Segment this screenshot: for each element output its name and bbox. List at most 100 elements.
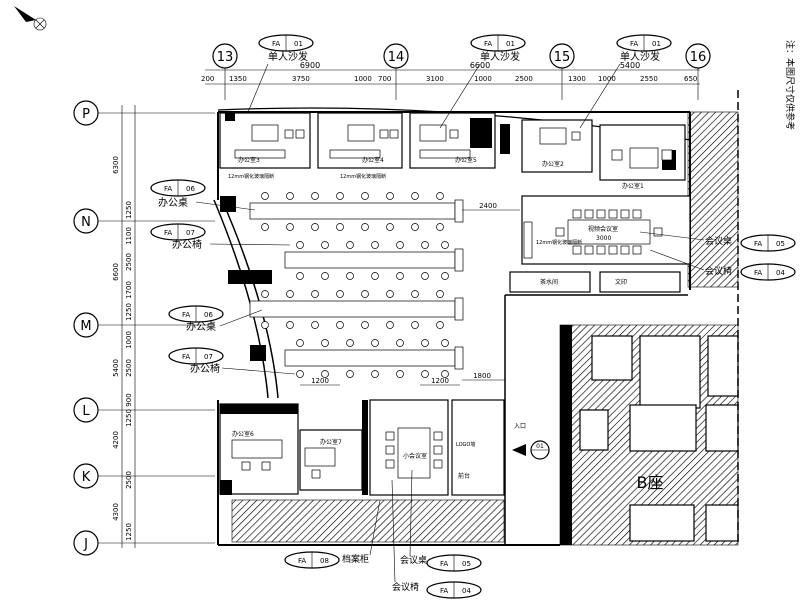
entry-marker: 01 入口: [512, 423, 550, 460]
glass-note-3: 12mm钢化玻璃隔断: [536, 239, 582, 246]
row-label-p: P: [82, 107, 90, 122]
dim-3750: 3750: [292, 75, 310, 83]
dim-650: 650: [684, 75, 697, 83]
dim-1000a: 1000: [354, 75, 372, 83]
span-dim-1: 6900: [300, 61, 320, 70]
svg-text:5400: 5400: [112, 359, 120, 377]
lower-offices: 办公室6 办公室7 小会议室 前台 LOGO墙: [219, 399, 505, 496]
svg-text:办公桌: 办公桌: [186, 320, 216, 333]
svg-text:06: 06: [186, 185, 195, 193]
workstation-row-4: [284, 346, 464, 370]
column-label-15: 15: [554, 50, 571, 65]
svg-text:07: 07: [186, 229, 195, 237]
svg-text:1250: 1250: [125, 201, 133, 219]
logo-wall-label: LOGO墙: [456, 441, 475, 448]
fa-tag-meeting-table-top: FA 05 会议桌: [639, 231, 796, 252]
svg-text:FA: FA: [754, 269, 762, 277]
svg-text:01: 01: [294, 40, 303, 48]
dim-1800: 1800: [473, 372, 491, 380]
fa-tag-meeting-chair-bottom: FA 04 会议椅: [391, 479, 482, 599]
svg-text:会议椅: 会议椅: [705, 265, 732, 277]
svg-text:办公椅: 办公椅: [190, 362, 220, 375]
svg-text:1100: 1100: [125, 227, 133, 245]
svg-text:FA: FA: [440, 560, 448, 568]
video-meeting-room: 2400 视频会议室 3000 12mm钢化玻璃隔断: [462, 195, 691, 265]
svg-text:单人沙发: 单人沙发: [268, 50, 308, 63]
glass-note-2: 12mm钢化玻璃隔断: [340, 173, 386, 180]
dim-2400: 2400: [479, 202, 497, 210]
svg-text:4300: 4300: [112, 503, 120, 521]
dim-1200-b: 1200: [431, 377, 449, 385]
svg-text:办公桌: 办公桌: [158, 196, 188, 209]
office5-label: 办公室5: [455, 156, 477, 164]
office7-label: 办公室7: [320, 438, 342, 446]
column-label-16: 16: [690, 50, 707, 65]
svg-text:FA: FA: [298, 557, 306, 565]
svg-text:FA: FA: [272, 40, 280, 48]
fa-tag-single-sofa-2: FA 01 单人沙发: [439, 34, 526, 129]
svg-text:FA: FA: [754, 240, 762, 248]
dim-1350: 1350: [229, 75, 247, 83]
svg-text:FA: FA: [630, 40, 638, 48]
drawing-note: 注：本图尺寸仅供参考: [784, 40, 796, 130]
svg-text:2500: 2500: [125, 359, 133, 377]
svg-text:04: 04: [776, 269, 785, 277]
b-block-label: B座: [637, 473, 664, 492]
furniture-tags: FA 01 单人沙发 FA 01 单人沙发 FA 01 单人沙发 FA: [150, 34, 796, 599]
svg-text:05: 05: [462, 560, 471, 568]
svg-text:FA: FA: [182, 353, 190, 361]
column-label-14: 14: [388, 50, 405, 65]
svg-text:01: 01: [506, 40, 515, 48]
office4-label: 办公室4: [362, 156, 384, 164]
workstation-row-3: [249, 297, 464, 321]
tea-and-print: 茶水间 文印: [509, 271, 681, 293]
dim-2500: 2500: [515, 75, 533, 83]
dim-3000: 3000: [596, 235, 611, 242]
svg-text:FA: FA: [164, 229, 172, 237]
dim-700: 700: [378, 75, 391, 83]
svg-text:单人沙发: 单人沙发: [620, 50, 660, 63]
dim-1200-a: 1200: [311, 377, 329, 385]
glass-note-1: 12mm钢化玻璃隔断: [228, 173, 274, 180]
svg-text:06: 06: [204, 311, 213, 319]
row-label-k: K: [82, 470, 91, 485]
dim-3100: 3100: [426, 75, 444, 83]
svg-text:04: 04: [462, 587, 471, 595]
reception-label: 前台: [458, 472, 470, 480]
lower-structure: [231, 499, 505, 543]
column-grid-labels: 13 14 15 16: [212, 43, 711, 69]
dim-1300: 1300: [568, 75, 586, 83]
span-dim-3: 5400: [620, 61, 640, 70]
fa-tag-file-cabinet: FA 08 档案柜: [284, 499, 381, 569]
svg-text:FA: FA: [484, 40, 492, 48]
row-label-m: M: [80, 319, 91, 334]
fa-tag-office-chair-2: FA 07 办公椅: [168, 347, 296, 375]
office3-label: 办公室3: [238, 156, 260, 164]
svg-text:05: 05: [776, 240, 785, 248]
top-offices: 办公室3 办公室4 办公室5 办公室2 办公室1 12mm钢化玻璃隔断 12mm…: [219, 112, 686, 190]
row-label-n: N: [81, 215, 91, 230]
svg-text:4200: 4200: [112, 431, 120, 449]
svg-text:会议桌: 会议桌: [705, 235, 732, 247]
office1-label: 办公室1: [622, 182, 644, 190]
left-dimensions: 6300 1250 1100 2500 6600 1700 1250 1000 …: [112, 105, 136, 548]
workstation-row-1: [249, 199, 464, 223]
svg-text:08: 08: [320, 557, 329, 565]
dim-1000b: 1000: [474, 75, 492, 83]
printing-label: 文印: [615, 278, 627, 286]
svg-text:01: 01: [652, 40, 661, 48]
row-grid-labels: P N M L K J: [73, 100, 215, 556]
workstation-row-2: [284, 248, 464, 272]
row-label-j: J: [83, 537, 88, 552]
svg-text:会议椅: 会议椅: [392, 581, 419, 593]
svg-text:6300: 6300: [112, 156, 120, 174]
column-label-13: 13: [217, 50, 234, 65]
fa-tag-office-chair-1: FA 07 办公椅: [150, 223, 291, 251]
svg-text:办公椅: 办公椅: [172, 238, 202, 251]
svg-text:1700: 1700: [125, 281, 133, 299]
svg-text:单人沙发: 单人沙发: [480, 50, 520, 63]
meeting-room-big-label: 视频会议室: [588, 225, 618, 233]
dim-1000c: 1000: [598, 75, 616, 83]
